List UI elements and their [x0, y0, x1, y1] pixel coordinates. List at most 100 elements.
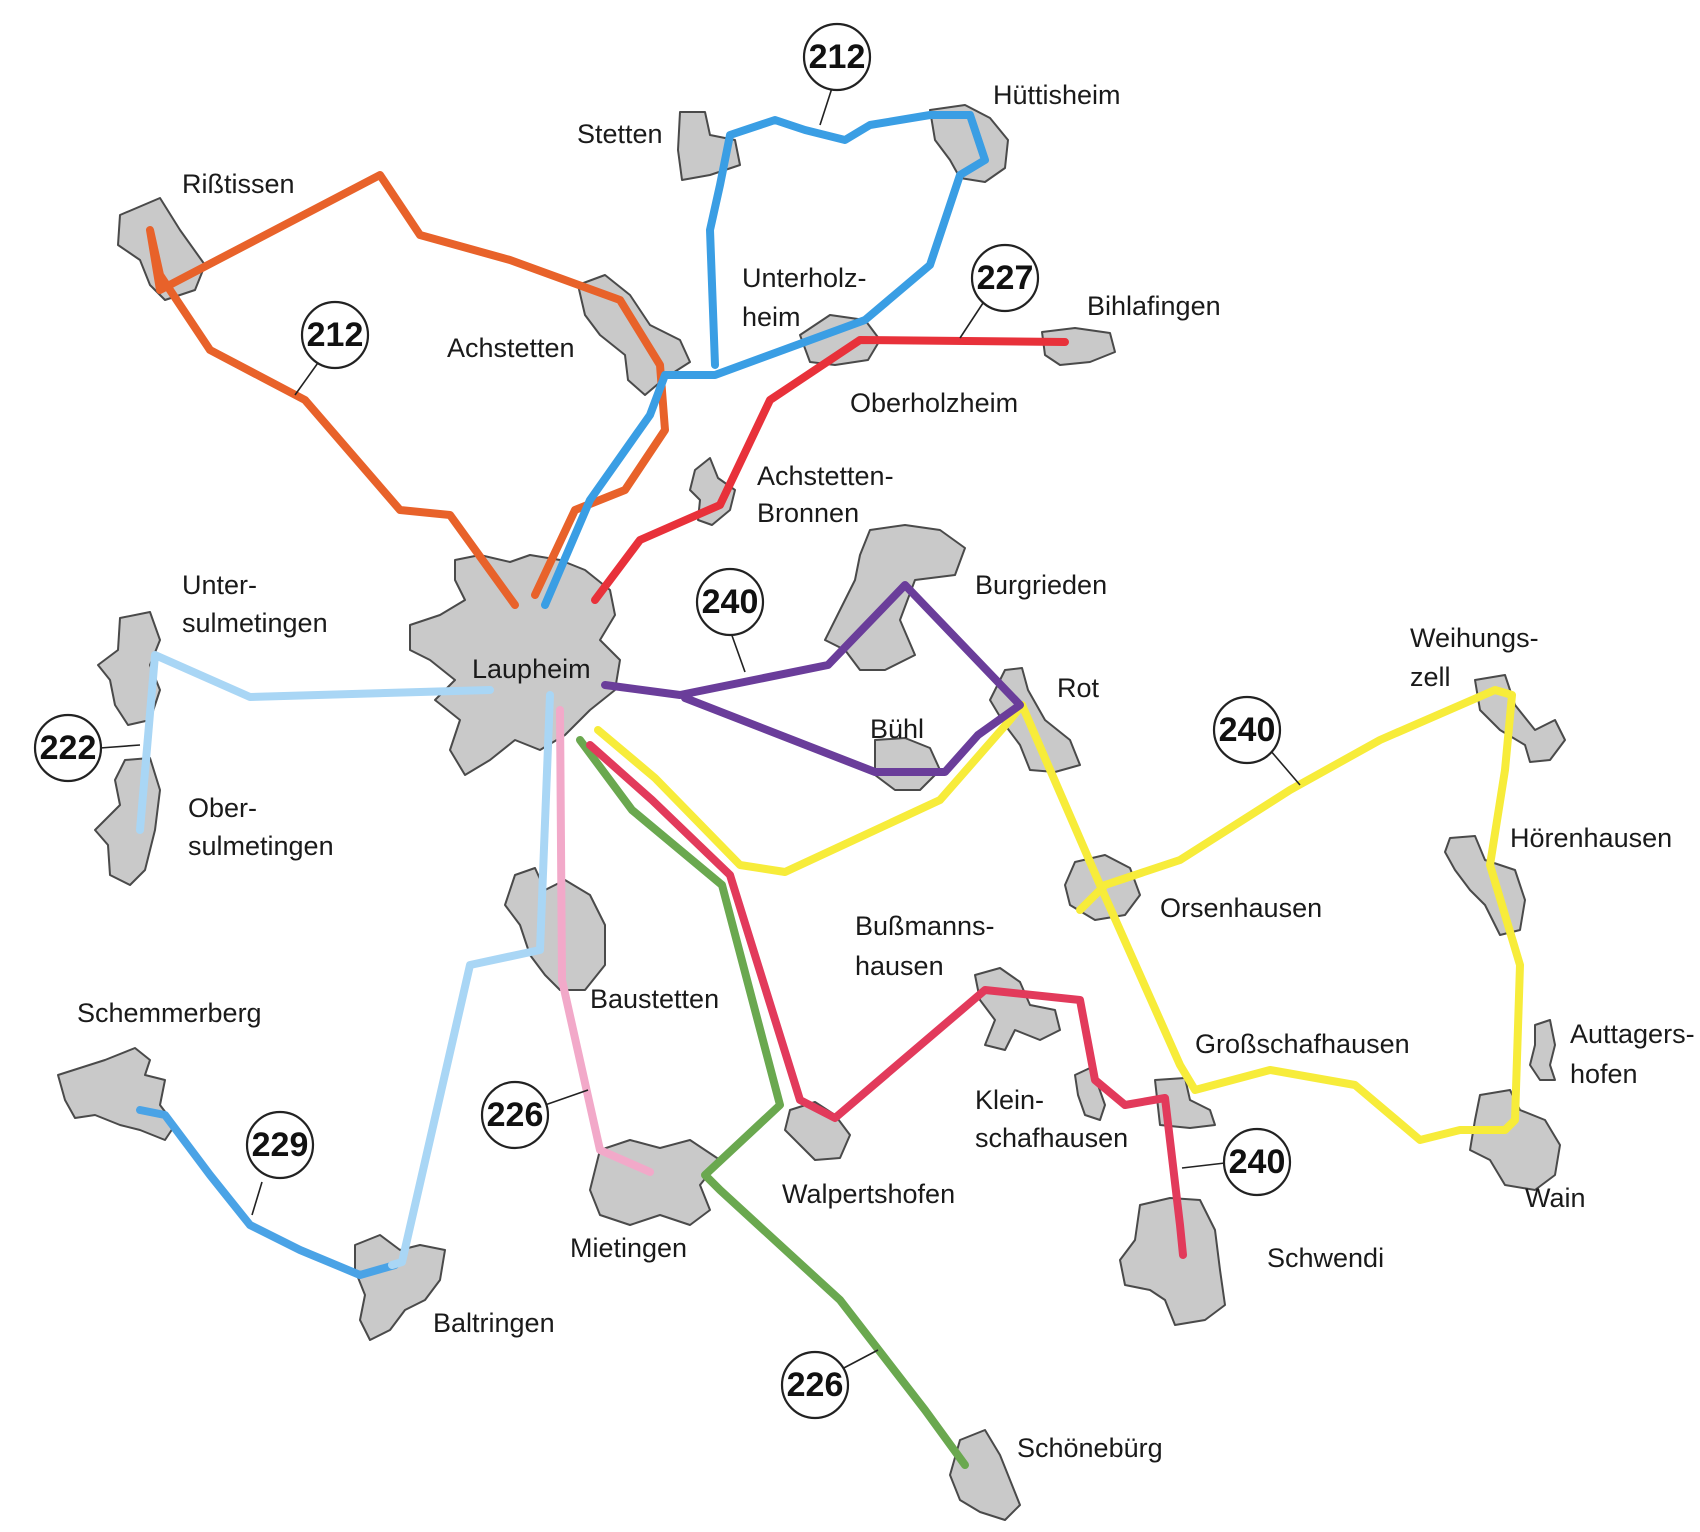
place-schemmerberg-shape — [57, 1047, 176, 1141]
svg-text:229: 229 — [252, 1126, 309, 1164]
route-212-north-line — [541, 111, 989, 609]
leader-222 — [99, 744, 141, 749]
label-risstissen: Rißtissen — [182, 169, 295, 199]
leader-212-north — [819, 87, 833, 126]
label-orsenhausen: Orsenhausen — [1160, 893, 1322, 923]
leader-226-west — [544, 1089, 589, 1106]
label-bussmannshausen-1: Bußmanns- — [855, 911, 995, 941]
label-kleinschafhausen-1: Klein- — [975, 1085, 1044, 1115]
place-weihungszell-shape — [1474, 674, 1566, 763]
place-laupheim-shape — [409, 554, 621, 776]
place-obersulmetingen-shape — [94, 757, 161, 886]
route-badge-229[interactable]: 229 — [245, 1110, 315, 1180]
route-240-yellow-line — [594, 686, 1524, 1144]
route-badge-226-west[interactable]: 226 — [480, 1080, 550, 1150]
leader-240-east — [1269, 749, 1301, 786]
label-buehl: Bühl — [870, 714, 924, 744]
label-oberholzheim: Oberholzheim — [850, 388, 1018, 418]
label-hoerenhausen: Hörenhausen — [1510, 823, 1672, 853]
place-unterholzheim-shape — [799, 314, 881, 366]
place-kleinschafhausen-shape — [1074, 1067, 1106, 1121]
label-laupheim: Laupheim — [472, 654, 591, 684]
leader-229 — [251, 1181, 263, 1216]
label-kleinschafhausen-2: schafhausen — [975, 1123, 1128, 1153]
place-achstetten-bronnen-shape — [689, 457, 736, 526]
place-huettisheim-shape — [929, 104, 1009, 183]
route-226-green-line — [576, 736, 969, 1469]
place-baltringen-shape — [354, 1234, 446, 1341]
route-badge-227[interactable]: 227 — [970, 243, 1040, 313]
label-baltringen: Baltringen — [433, 1308, 555, 1338]
route-badge-226-south[interactable]: 226 — [780, 1350, 850, 1420]
place-buehl-shape — [874, 737, 941, 791]
label-huettisheim: Hüttisheim — [993, 80, 1121, 110]
label-unterholzheim-1: Unterholz- — [742, 263, 867, 293]
label-grossschafhausen: Großschafhausen — [1195, 1029, 1410, 1059]
route-badge-240-south[interactable]: 240 — [1222, 1127, 1292, 1197]
route-212-west-line — [146, 171, 669, 609]
label-achstetten: Achstetten — [447, 333, 575, 363]
route-226-pink-line — [556, 706, 654, 1176]
place-schoeneburg-shape — [949, 1429, 1021, 1521]
label-walpertshofen: Walpertshofen — [782, 1179, 955, 1209]
label-bihlafingen: Bihlafingen — [1087, 291, 1221, 321]
svg-text:227: 227 — [977, 259, 1034, 297]
route-badges: 212 212 227 240 240 240 222 226 — [33, 22, 1292, 1420]
route-crimson-line — [586, 741, 1187, 1259]
svg-text:212: 212 — [307, 316, 364, 354]
leader-240-south — [1181, 1162, 1226, 1169]
leader-212-west — [294, 359, 321, 396]
svg-text:240: 240 — [1219, 711, 1276, 749]
route-229-line — [136, 1106, 399, 1279]
route-222-line — [136, 651, 494, 834]
place-bihlafingen-shape — [1041, 327, 1116, 366]
place-untersulmetingen-shape — [97, 611, 161, 726]
leader-226-south — [839, 1349, 879, 1371]
label-unterholzheim-2: heim — [742, 302, 801, 332]
place-bussmannshausen-shape — [974, 967, 1061, 1051]
svg-text:226: 226 — [787, 1366, 844, 1404]
badge-leaders — [99, 87, 1301, 1371]
label-untersulmetingen-2: sulmetingen — [182, 608, 328, 638]
label-stetten: Stetten — [577, 119, 663, 149]
route-227-line — [591, 336, 1069, 604]
route-badge-240-center[interactable]: 240 — [695, 567, 765, 637]
label-burgrieden: Burgrieden — [975, 570, 1107, 600]
label-obersulmetingen-1: Ober- — [188, 793, 257, 823]
label-weihungszell-1: Weihungs- — [1410, 623, 1539, 653]
label-mietingen: Mietingen — [570, 1233, 687, 1263]
svg-text:212: 212 — [809, 38, 866, 76]
svg-text:222: 222 — [40, 729, 97, 767]
place-labels: Laupheim Rißtissen Stetten Hüttisheim Un… — [77, 80, 1695, 1463]
route-badge-212-north[interactable]: 212 — [802, 22, 872, 92]
label-auttagershofen-1: Auttagers- — [1570, 1019, 1695, 1049]
svg-text:240: 240 — [1229, 1143, 1286, 1181]
route-240-purple-line — [601, 581, 1024, 776]
route-baltringen-baustetten-line — [388, 691, 554, 1269]
label-wain: Wain — [1525, 1183, 1586, 1213]
label-auttagershofen-2: hofen — [1570, 1059, 1638, 1089]
label-untersulmetingen-1: Unter- — [182, 570, 257, 600]
label-schwendi: Schwendi — [1267, 1243, 1384, 1273]
label-achstetten-bronnen-1: Achstetten- — [757, 461, 894, 491]
place-schwendi-shape — [1119, 1197, 1226, 1326]
settlement-shapes — [57, 104, 1566, 1521]
label-weihungszell-2: zell — [1410, 662, 1451, 692]
leader-240-center — [729, 629, 746, 673]
label-schemmerberg: Schemmerberg — [77, 998, 262, 1028]
route-badge-212-west[interactable]: 212 — [300, 300, 370, 370]
label-schoeneburg: Schönebürg — [1017, 1433, 1163, 1463]
place-baustetten-shape — [504, 867, 606, 991]
label-baustetten: Baustetten — [590, 984, 719, 1014]
svg-text:226: 226 — [487, 1096, 544, 1134]
leader-227 — [959, 299, 986, 339]
svg-text:240: 240 — [702, 583, 759, 621]
label-bussmannshausen-2: hausen — [855, 951, 944, 981]
route-lines — [136, 111, 1524, 1469]
label-obersulmetingen-2: sulmetingen — [188, 831, 334, 861]
route-badge-222[interactable]: 222 — [33, 713, 103, 783]
place-auttagershofen-shape — [1529, 1019, 1556, 1081]
label-rot: Rot — [1057, 673, 1100, 703]
route-badge-240-east[interactable]: 240 — [1212, 695, 1282, 765]
